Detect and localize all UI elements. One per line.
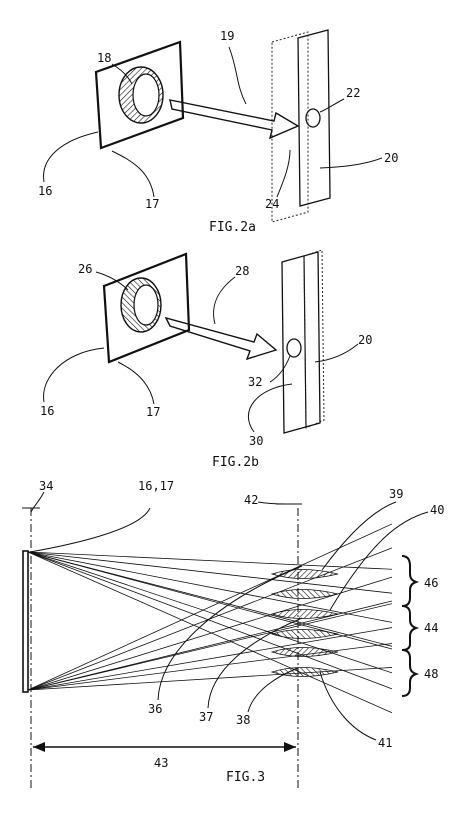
label-30: 30 [249, 434, 263, 448]
leader-16 [43, 131, 99, 183]
arrow-19 [169, 99, 300, 140]
leader-36 [157, 565, 303, 701]
ray-line [27, 576, 393, 691]
figure-2b: 26 28 20 16 17 32 30 FIG.2b [40, 249, 372, 470]
leader-17-b [117, 361, 155, 405]
figure-3: 34 16,17 42 39 40 46 44 48 36 37 38 41 4… [22, 479, 444, 790]
substrate-dashed-b [303, 249, 325, 429]
ray-line [27, 551, 393, 647]
panel-16-b [102, 252, 191, 364]
substrate-20 [297, 29, 331, 207]
brace-46 [401, 555, 420, 607]
label-26: 26 [78, 262, 92, 276]
leader-19 [228, 46, 247, 105]
ray-line [27, 643, 393, 691]
figure-2a: 18 19 22 16 17 24 20 FIG.2a [38, 29, 398, 235]
ring-26-inner [133, 284, 159, 326]
leader-30 [248, 383, 293, 433]
leader-41 [319, 671, 377, 741]
label-39: 39 [389, 487, 403, 501]
label-34: 34 [39, 479, 53, 493]
leader-17 [111, 150, 155, 198]
leader-20-b [314, 343, 359, 363]
label-46: 46 [424, 576, 438, 590]
substrate-24 [271, 31, 309, 223]
leader-28 [213, 276, 236, 325]
label-16: 16 [38, 184, 52, 198]
label-41: 41 [378, 736, 392, 750]
spot-22 [305, 108, 321, 128]
leader-37 [207, 617, 303, 709]
substrate-edge-20-b [303, 255, 307, 429]
label-43: 43 [154, 756, 168, 770]
leader-32 [269, 355, 291, 383]
focal-region [270, 667, 339, 677]
leader-16-b [43, 347, 105, 403]
ray-line [27, 551, 393, 714]
arrow-28 [164, 316, 278, 361]
caption-fig2a: FIG.2a [209, 220, 256, 235]
label-20: 20 [384, 151, 398, 165]
label-24: 24 [265, 197, 279, 211]
label-18: 18 [97, 51, 111, 65]
leader-24 [276, 149, 291, 198]
label-17-b: 17 [146, 405, 160, 419]
focal-region [270, 647, 339, 657]
caption-fig3: FIG.3 [226, 770, 265, 785]
leader-22 [319, 98, 345, 113]
dimension-43-arrow-right [284, 742, 296, 752]
label-28: 28 [235, 264, 249, 278]
panel-16 [94, 40, 185, 150]
leader-39 [321, 501, 397, 571]
label-40: 40 [430, 503, 444, 517]
label-17: 17 [145, 197, 159, 211]
leader-42 [257, 501, 287, 505]
grating-16-17 [22, 550, 29, 693]
leader-40 [329, 511, 429, 611]
ray-line [27, 551, 393, 623]
label-44: 44 [424, 621, 438, 635]
focal-regions [270, 569, 339, 677]
brace-44 [401, 605, 420, 651]
ray-line [27, 603, 393, 691]
label-32: 32 [248, 375, 262, 389]
ray-line [27, 627, 393, 691]
ray-line [27, 523, 393, 691]
leader-38 [247, 667, 299, 713]
leader-18 [111, 63, 133, 85]
ring-18-inner [132, 73, 160, 117]
label-42: 42 [244, 493, 258, 507]
focal-region [270, 589, 339, 599]
label-20-b: 20 [358, 333, 372, 347]
ray-line [27, 667, 393, 691]
ray-line [27, 551, 393, 570]
label-48: 48 [424, 667, 438, 681]
leader-20 [319, 157, 383, 169]
label-16-b: 16 [40, 404, 54, 418]
spot-32 [286, 338, 302, 358]
label-16-17: 16,17 [138, 479, 174, 493]
focal-region [270, 569, 339, 579]
label-22: 22 [346, 86, 360, 100]
brace-48 [401, 649, 420, 697]
ray-line [27, 551, 393, 594]
caption-fig2b: FIG.2b [212, 455, 259, 470]
dimension-43-arrow-left [33, 742, 45, 752]
ray-line [27, 551, 393, 674]
leader-16-17 [29, 507, 151, 553]
leader-34 [30, 491, 45, 513]
leader-26 [95, 271, 129, 291]
label-38: 38 [236, 713, 250, 727]
label-19: 19 [220, 29, 234, 43]
focal-region [270, 629, 339, 639]
substrate-20-b [281, 251, 321, 434]
label-37: 37 [199, 710, 213, 724]
label-36: 36 [148, 702, 162, 716]
ray-line [27, 551, 393, 690]
focal-region [270, 609, 339, 619]
